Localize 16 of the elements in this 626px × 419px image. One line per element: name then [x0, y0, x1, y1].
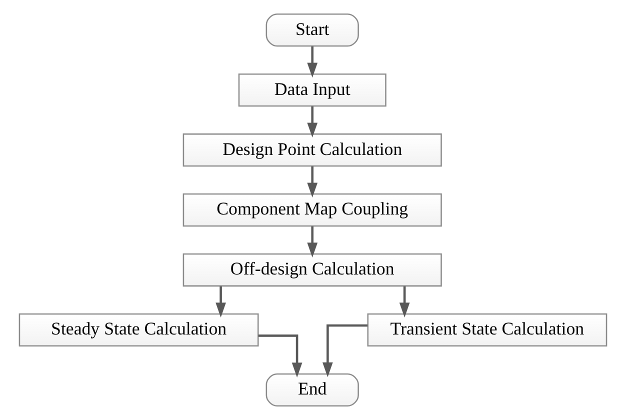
node-box: Component Map Coupling	[182, 192, 442, 226]
arrow	[307, 46, 318, 78]
arrow	[399, 286, 410, 317]
arrow	[258, 334, 302, 377]
arrow	[322, 324, 368, 377]
node-box: Steady State Calculation	[18, 312, 259, 346]
arrow	[307, 106, 318, 138]
node-box: Data Input	[238, 72, 386, 106]
arrow	[307, 226, 318, 257]
node-box: End	[266, 372, 359, 406]
arrow	[216, 286, 226, 317]
node-box: Design Point Calculation	[182, 132, 442, 166]
node-box: Off-design Calculation	[182, 252, 442, 286]
arrow	[307, 166, 318, 198]
node-box: Start	[266, 12, 359, 46]
node-box: Transient State Calculation	[367, 312, 608, 346]
